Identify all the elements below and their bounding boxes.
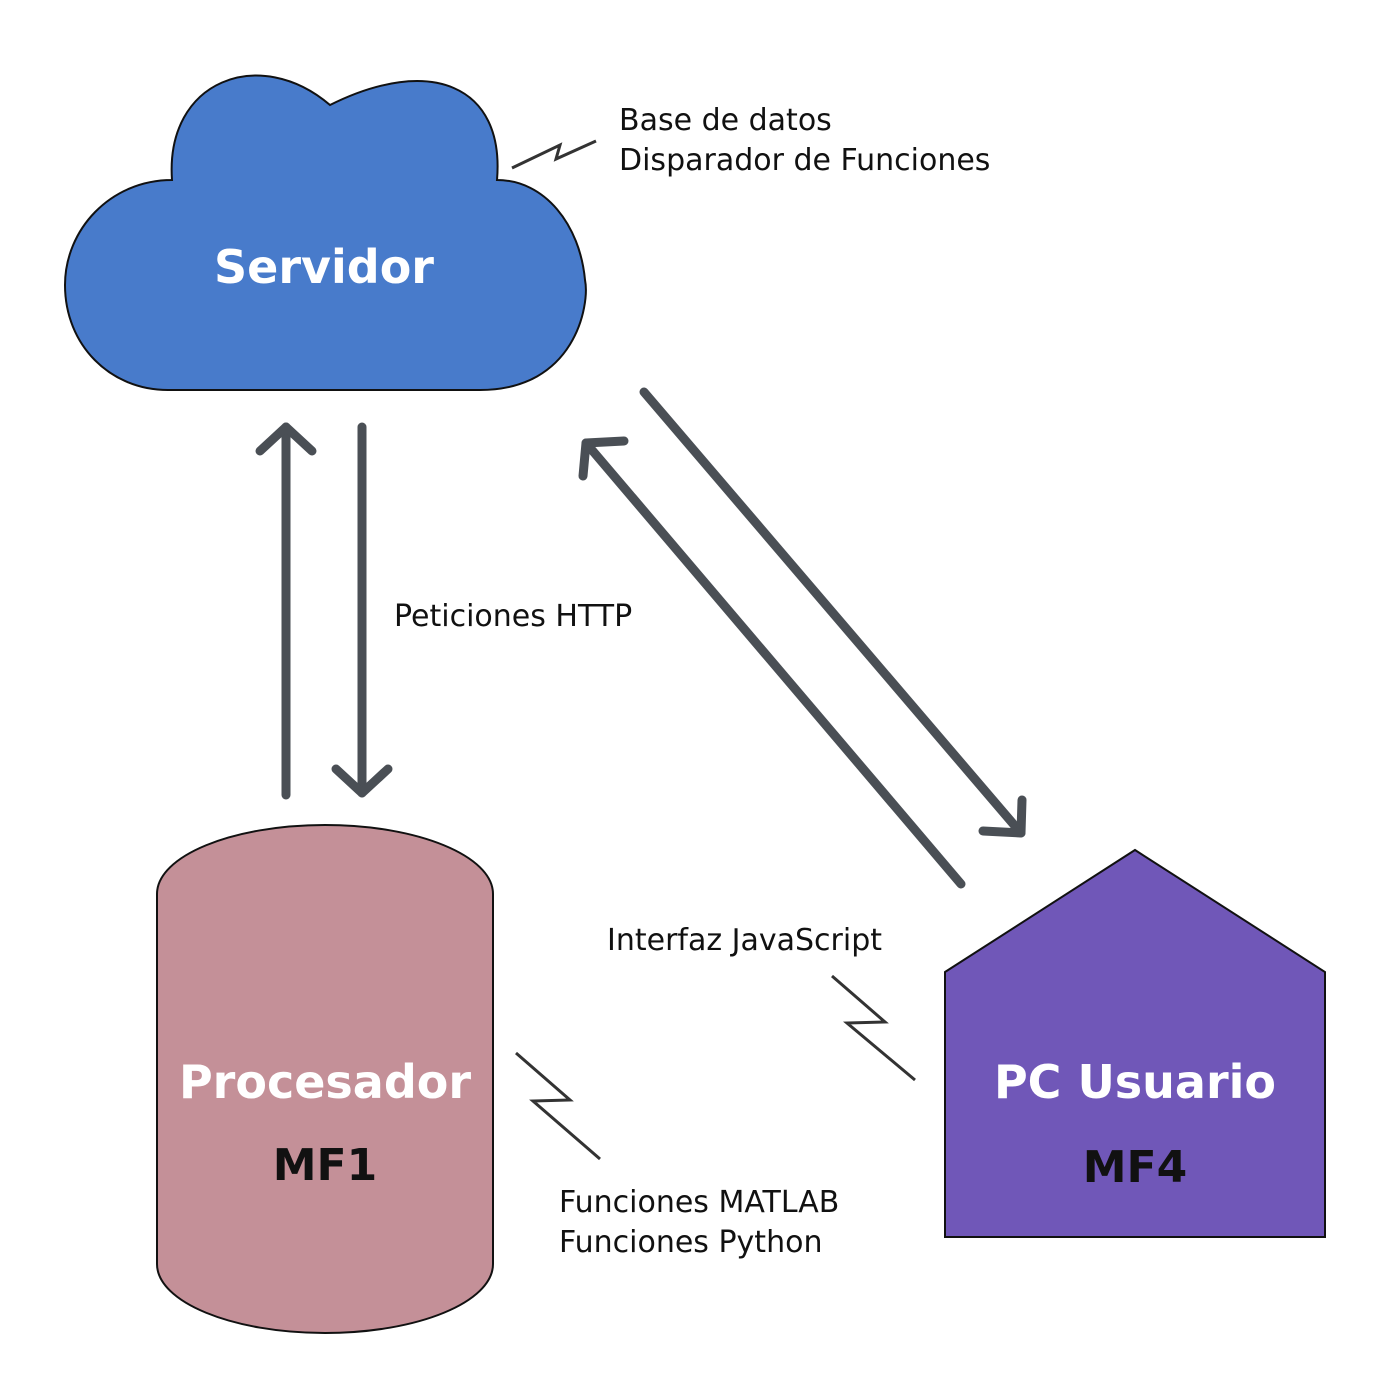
pc-callout-line [831,974,916,1082]
processor-note-python: Funciones Python [559,1225,822,1260]
http-requests-label: Peticiones HTTP [394,599,632,634]
pc-node: PC Usuario MF4 [944,848,1326,1238]
pc-note-javascript: Interfaz JavaScript [607,923,882,958]
server-cloud-shape [63,74,587,391]
pc-code: MF4 [1083,1142,1187,1193]
server-callout-line [511,139,597,170]
arrow-processor-to-server [255,422,317,800]
processor-node: Procesador MF1 [156,823,494,1335]
arrow-pc-to-server [578,436,966,889]
processor-title: Procesador [179,1055,471,1109]
server-note-database: Base de datos [619,103,832,138]
server-notes: Base de datos Disparador de Funciones [619,103,990,178]
arrow-server-to-pc [639,387,1027,838]
processor-notes: Funciones MATLAB Funciones Python [559,1185,849,1260]
processor-callout-line [515,1051,601,1161]
server-note-trigger: Disparador de Funciones [619,143,990,178]
processor-note-matlab: Funciones MATLAB [559,1185,839,1220]
server-node: Servidor [63,74,587,391]
processor-cylinder-shape [156,823,494,1335]
arrow-server-to-processor [331,422,393,798]
server-title: Servidor [214,240,434,294]
pc-house-shape [944,848,1326,1238]
pc-title: PC Usuario [994,1055,1276,1109]
processor-code: MF1 [273,1140,377,1191]
